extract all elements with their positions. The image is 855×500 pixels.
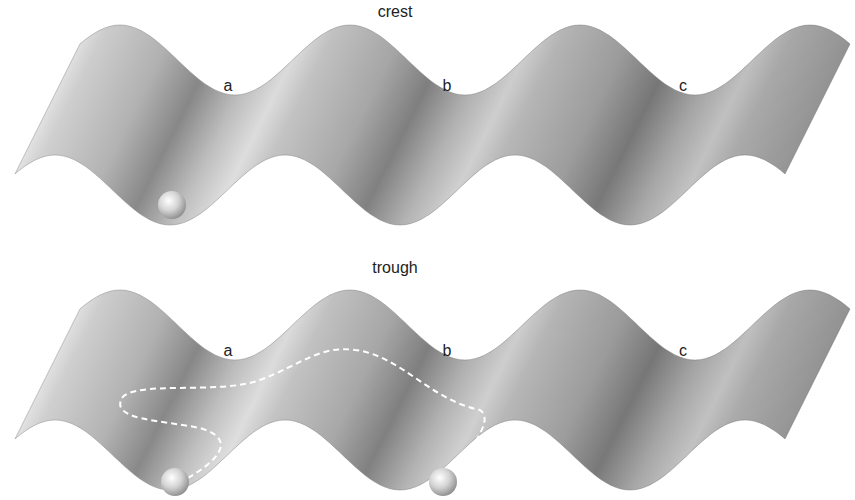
heading-label: crest <box>378 4 413 20</box>
wave-shading <box>15 290 850 490</box>
position-label: a <box>224 78 233 94</box>
position-label: c <box>679 78 687 94</box>
ball <box>161 468 189 496</box>
position-label: b <box>443 78 452 94</box>
position-label: c <box>679 343 687 359</box>
position-label: b <box>443 343 452 359</box>
wave-shading <box>15 25 850 225</box>
heading-label: trough <box>372 260 417 276</box>
position-label: a <box>224 343 233 359</box>
wave-surface <box>15 25 850 225</box>
ball <box>158 191 186 219</box>
wave-surface <box>15 290 850 490</box>
ball-path <box>120 349 484 478</box>
ball <box>429 468 457 496</box>
